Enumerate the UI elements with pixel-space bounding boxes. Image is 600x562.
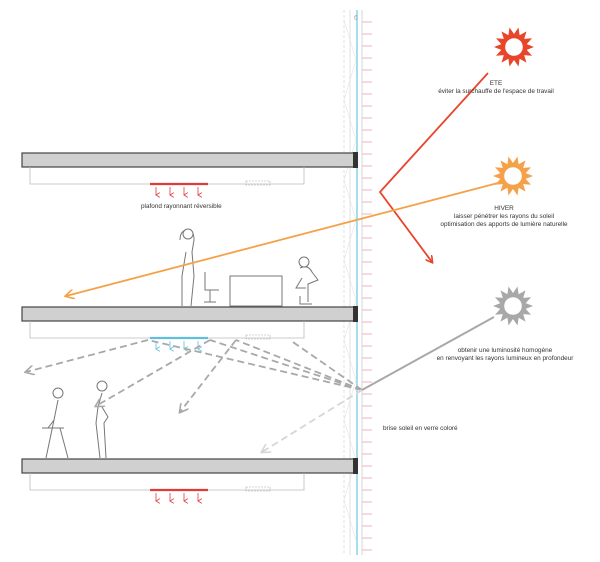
suns	[493, 27, 534, 326]
radiant-ceiling-bottom	[150, 488, 208, 501]
radiant-ceiling-top	[150, 182, 208, 195]
floor-slabs	[21, 152, 358, 492]
diffuse-text-1: obtenir une luminosité homogène	[457, 347, 553, 354]
winter-label: HIVER laisser pénétrer les rayons du sol…	[436, 205, 572, 229]
winter-text-2: optimisation des apports de lumière natu…	[440, 221, 568, 228]
winter-ray	[66, 182, 499, 296]
people-bottom-floor	[42, 380, 109, 459]
brise-soleil-label: brise soleil en verre coloré	[380, 424, 461, 434]
winter-text-1: laisser pénétrer les rayons du soleil	[453, 213, 555, 220]
winter-title: HIVER	[494, 205, 514, 212]
summer-text: éviter la surchauffe de l'espace de trav…	[438, 88, 554, 95]
sun-diffuse-icon	[493, 286, 533, 326]
facade-mark: 6	[354, 15, 358, 22]
ceiling-label: plafond rayonnant réversible	[138, 202, 225, 212]
sun-summer-icon	[494, 27, 534, 67]
diffuse-label: obtenir une luminosité homogène en renvo…	[432, 347, 578, 363]
sun-winter-icon	[493, 156, 533, 196]
office-scene	[179, 228, 319, 307]
summer-title: ETE	[489, 80, 503, 87]
facade-ticks	[362, 21, 372, 551]
summer-ray	[378, 72, 489, 262]
diffuse-rays	[26, 316, 495, 452]
diffuse-text-2: en renvoyant les rayons lumineux en prof…	[436, 355, 574, 362]
summer-label: ETE éviter la surchauffe de l'espace de …	[436, 80, 556, 96]
